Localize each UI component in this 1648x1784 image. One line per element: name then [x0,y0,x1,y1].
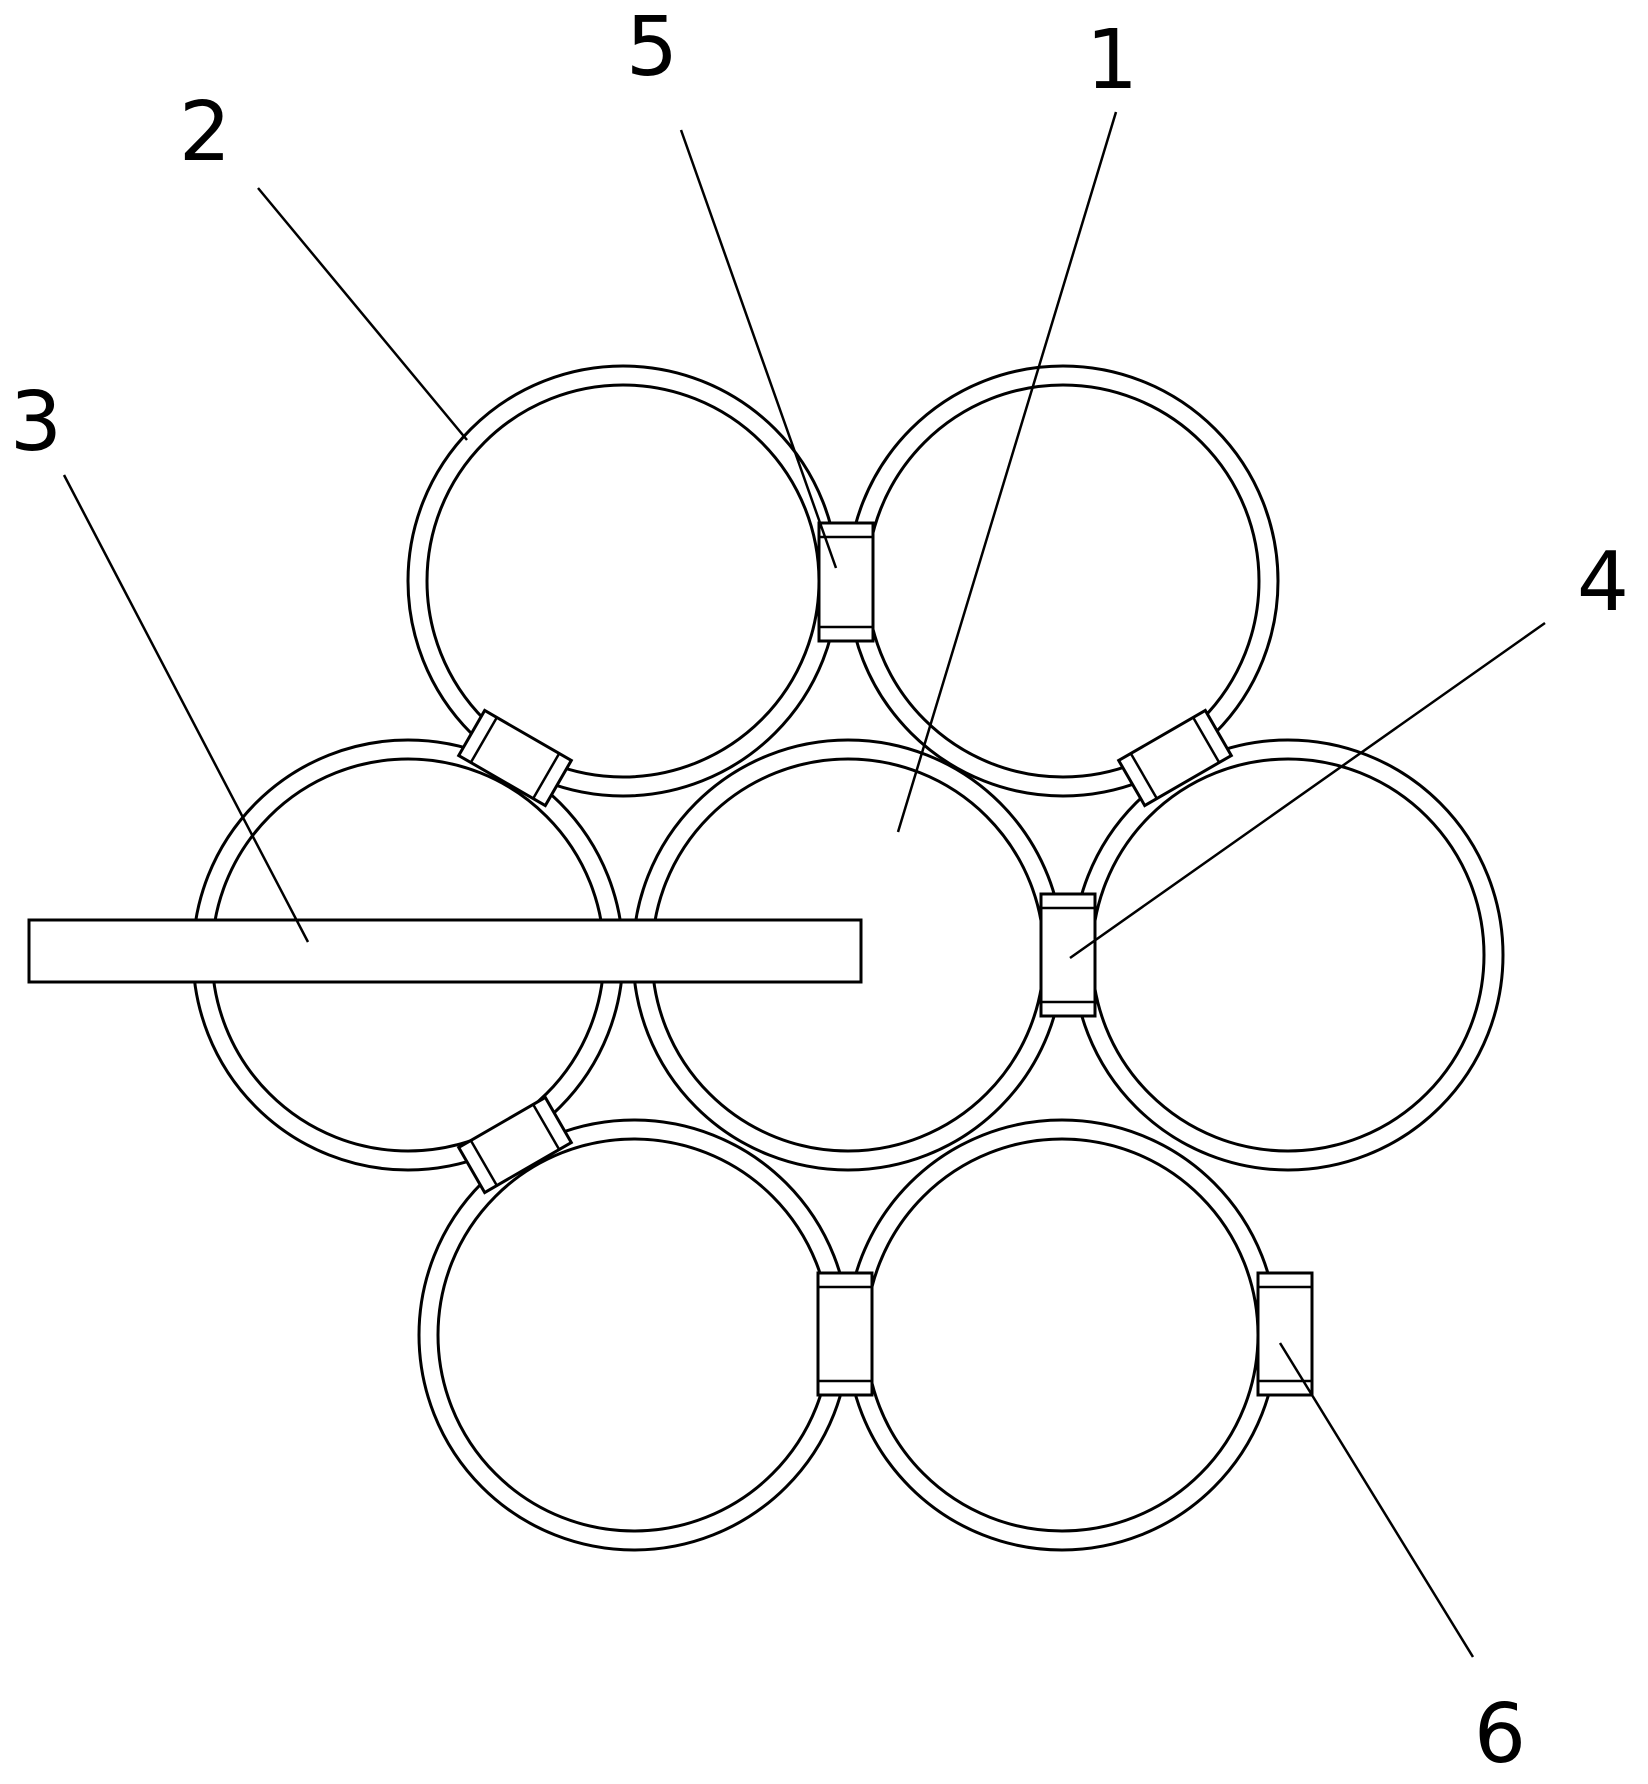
leader-line-1 [896,111,1118,833]
connector-center-right [1039,892,1097,1018]
connector-lower-left [456,1095,574,1195]
leader-line-2 [257,187,468,441]
callout-label-3: 3 [10,375,62,470]
leader-line-4 [1069,621,1546,960]
callout-label-5: 5 [626,0,678,95]
tube-ring-bottom-right [845,1118,1279,1552]
connector-upper-left [456,708,574,808]
leader-line-6 [1278,1342,1475,1658]
callout-label-6: 6 [1474,1687,1526,1782]
callout-label-2: 2 [179,85,231,180]
leader-line-3 [62,474,310,943]
callout-label-1: 1 [1086,13,1138,108]
horizontal-bar [27,918,863,984]
connector-upper-right [1116,708,1234,808]
callout-label-4: 4 [1577,535,1629,630]
connector-bottom-right-tab [1256,1271,1314,1397]
connector-bottom [816,1271,874,1397]
leader-line-5 [679,129,838,569]
